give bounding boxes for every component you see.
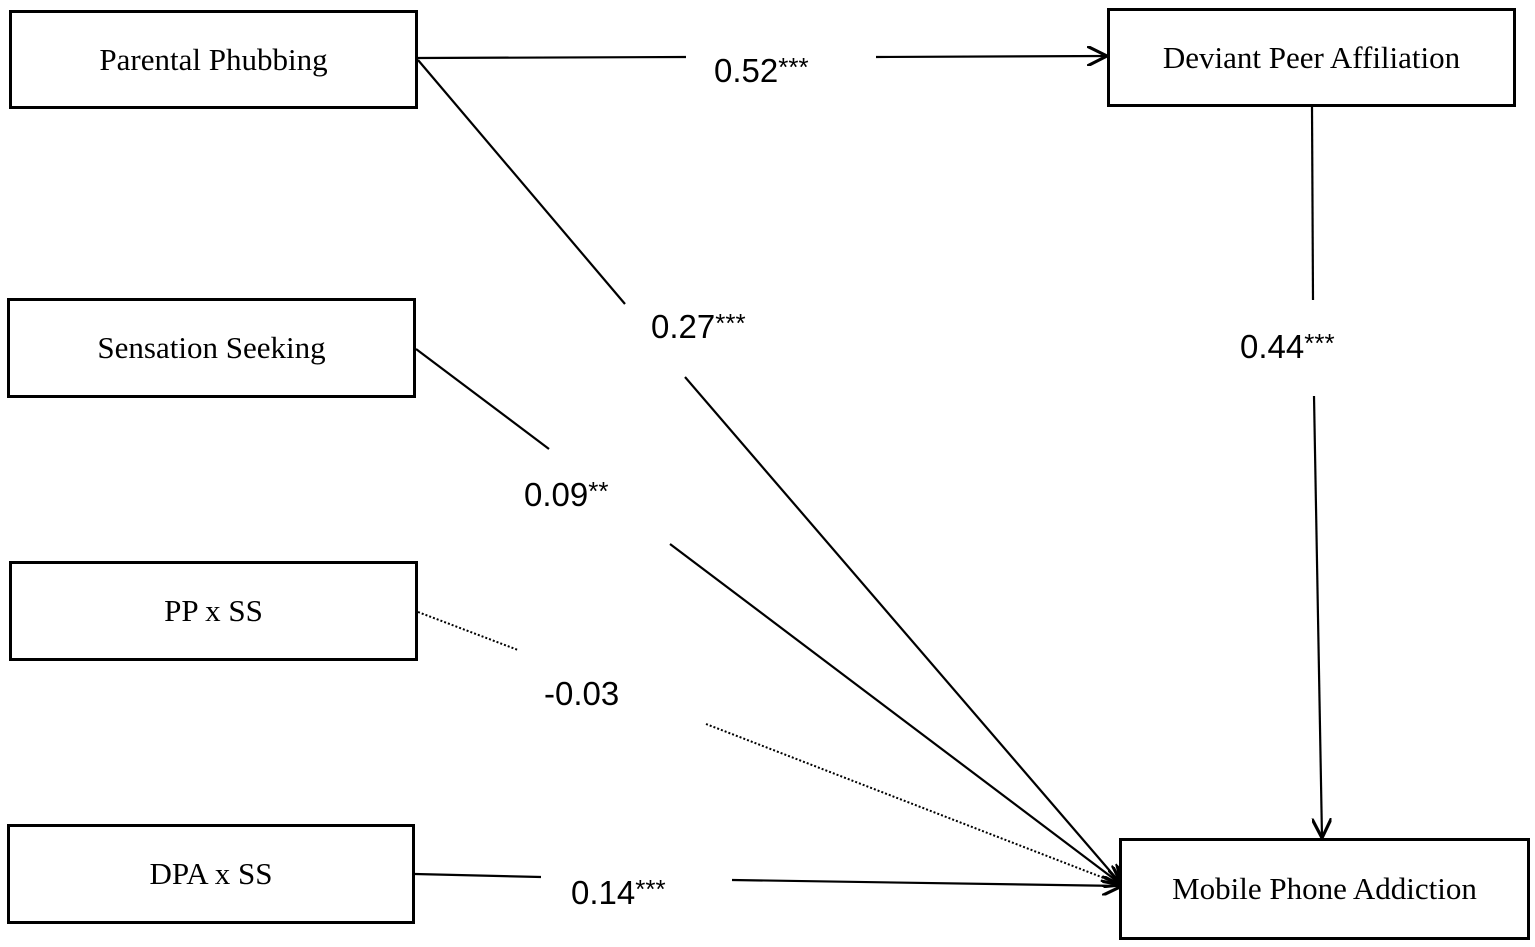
node-label: Sensation Seeking [97, 330, 326, 365]
path-arrow-pp-dpa [875, 56, 1107, 57]
node-label: Parental Phubbing [99, 41, 328, 77]
node-label: Mobile Phone Addiction [1172, 871, 1477, 906]
node-sensation-seeking: Sensation Seeking [7, 298, 416, 398]
path-arrow-dpass-mpa [731, 880, 1122, 886]
coef-value: 0.52 [714, 52, 779, 89]
coef-pp-to-dpa: 0.52*** [714, 54, 809, 87]
coef-pp-to-mpa: 0.27*** [651, 310, 746, 343]
path-arrow-ppss-mpa [705, 723, 1122, 885]
path-line-pp-dpa-seg1 [417, 55, 687, 60]
path-line-ppss-mpa-seg1 [417, 611, 519, 651]
coef-value: 0.14 [571, 874, 636, 911]
coef-significance: *** [1304, 328, 1335, 358]
node-label: DPA x SS [149, 856, 273, 891]
path-line-dpa-mpa-seg1 [1310, 106, 1315, 301]
node-label: PP x SS [164, 593, 263, 628]
path-line-dpass-mpa-seg1 [414, 872, 542, 879]
coef-ppss-to-mpa: -0.03 [544, 677, 619, 710]
node-deviant-peer-affiliation: Deviant Peer Affiliation [1107, 8, 1516, 107]
coef-significance: ** [588, 476, 609, 506]
node-pp-x-ss: PP x SS [9, 561, 418, 661]
coef-ss-to-mpa: 0.09** [524, 478, 608, 511]
coef-dpa-to-mpa: 0.44*** [1240, 330, 1335, 363]
path-arrow-dpa-mpa [1314, 395, 1322, 838]
coef-significance: *** [635, 874, 666, 904]
coef-value: 0.27 [651, 308, 716, 345]
node-mobile-phone-addiction: Mobile Phone Addiction [1119, 838, 1530, 940]
coef-value: -0.03 [544, 675, 620, 712]
coef-significance: *** [778, 52, 809, 82]
coef-dpass-to-mpa: 0.14*** [571, 876, 666, 909]
node-parental-phubbing: Parental Phubbing [9, 10, 418, 109]
path-line-ss-mpa-seg1 [415, 348, 550, 450]
node-label: Deviant Peer Affiliation [1162, 39, 1461, 75]
coef-value: 0.44 [1240, 328, 1305, 365]
coef-value: 0.09 [524, 476, 589, 513]
path-arrow-pp-mpa [684, 376, 1122, 885]
coef-significance: *** [715, 308, 746, 338]
node-dpa-x-ss: DPA x SS [7, 824, 415, 924]
path-line-pp-mpa-seg1 [417, 59, 626, 305]
path-arrow-ss-mpa [669, 543, 1122, 885]
